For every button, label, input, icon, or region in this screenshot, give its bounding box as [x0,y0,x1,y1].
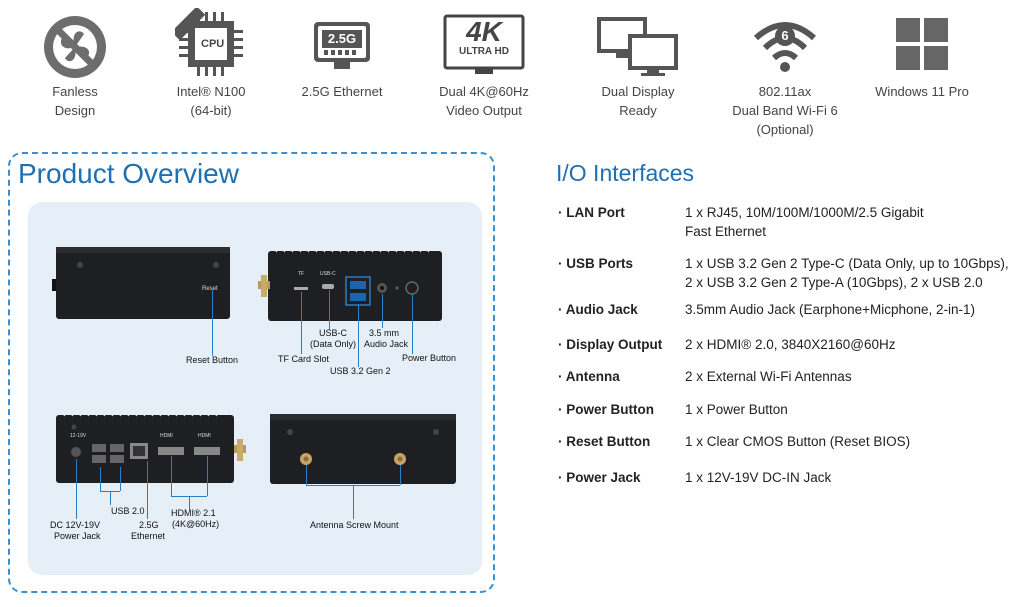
io-key-text: Display Output [566,337,663,352]
callout-dc-line2: Power Jack [54,531,101,541]
callout-usb20: USB 2.0 [111,506,145,516]
device-front-view: Reset [52,247,230,319]
feature-4k: 4K ULTRA HD Dual 4K@60Hz Video Output [414,0,554,120]
callout-power-button: Power Button [402,353,457,363]
feature-wifi-line1: 802.11ax [758,84,812,99]
cpu-chip-text: CPU [201,38,225,50]
dc-port-label: 12-19V [70,433,87,439]
4k-ultra-hd-icon [443,14,525,74]
4k-big-text: 4K [466,16,502,47]
io-value-line: 2 x HDMI® 2.0, 3840X2160@60Hz [685,337,896,352]
feature-wifi-line3: (Optional) [756,122,814,137]
io-value-line: 2 x External Wi-Fi Antennas [685,369,852,384]
io-key: · Audio Jack [558,302,638,317]
io-value-line: 1 x 12V-19V DC-IN Jack [685,470,832,485]
callout-reset-button: Reset Button [186,355,239,365]
reset-port-label: Reset [202,286,218,292]
feature-ethernet: 2.5G 2.5G Ethernet [272,0,412,101]
feature-windows-line1: Windows 11 Pro [875,84,969,99]
io-value-line: 1 x RJ45, 10M/100M/1000M/2.5 Gigabit [685,205,924,220]
io-value-line: 1 x USB 3.2 Gen 2 Type-C (Data Only, up … [685,256,1009,271]
fanless-icon [44,16,106,78]
feature-cpu: CPU 64-bit Intel® N100 (64-bit) [141,0,281,120]
io-key-text: Reset Button [566,434,651,449]
product-overview-title: Product Overview [18,158,239,189]
feature-cpu-line1: Intel® N100 [176,84,246,99]
feature-windows: Windows 11 Pro [852,0,992,101]
io-key: · Display Output [558,337,663,352]
io-key: · LAN Port [558,205,625,220]
callout-usbc-line2: (Data Only) [310,339,357,349]
dual-display-icon [597,17,678,76]
callout-hdmi-line1: HDMI® 2.1 [171,508,216,518]
io-key-text: USB Ports [566,256,634,271]
feature-dual-display: Dual Display Ready [568,0,708,120]
io-key-text: Power Button [566,402,654,417]
io-value-line: 1 x Clear CMOS Button (Reset BIOS) [685,434,911,449]
io-key: · Antenna [558,369,620,384]
feature-dual-display-line2: Ready [619,103,657,118]
device-rear-ports-view: 12-19V HDMI HDMI [56,409,246,483]
hdmi2-port-label: HDMI [198,433,211,439]
feature-dual-display-line1: Dual Display [601,84,675,99]
4k-small-text: ULTRA HD [459,46,509,57]
callout-audio-line1: 3.5 mm [369,328,400,338]
feature-4k-line1: Dual 4K@60Hz [439,84,529,99]
feature-ethernet-line1: 2.5G Ethernet [301,84,383,99]
callout-dc-line1: DC 12V-19V [50,520,101,530]
feature-fanless-line2: Design [54,103,96,118]
callout-eth-line2: Ethernet [131,531,166,541]
wifi-6-badge: 6 [781,28,789,43]
io-key: · Reset Button [558,434,651,449]
callout-tf-card-slot: TF Card Slot [278,354,330,364]
callout-antenna-screw-mount: Antenna Screw Mount [310,520,399,530]
tf-port-label: TF [298,271,304,277]
product-overview-box: Product Overview Reset Reset Button TF [8,152,495,593]
cpu-icon [175,8,243,76]
io-value-line: 1 x Power Button [685,402,788,417]
io-key: · Power Button [558,402,654,417]
callout-audio-line2: Audio Jack [364,339,409,349]
feature-cpu-line2: (64-bit) [190,103,232,118]
callout-eth-line1: 2.5G [139,520,159,530]
io-value-line: Fast Ethernet [685,224,767,239]
device-bottom-view [270,414,456,484]
callout-hdmi-line2: (4K@60Hz) [172,519,220,529]
callout-usb32-gen2: USB 3.2 Gen 2 [330,366,391,376]
windows-icon [896,18,948,70]
io-key-text: LAN Port [566,205,625,220]
io-key: · USB Ports [558,256,634,271]
callout-usbc-line1: USB-C [319,328,348,338]
device-rear-view: TF USB-C [258,245,442,321]
usbc-port-label: USB-C [320,271,336,277]
io-key: · Power Jack [558,470,641,485]
feature-fanless: Fanless Design [5,0,145,120]
product-overview-panel: Reset Reset Button TF USB-C [28,202,482,575]
io-key-text: Audio Jack [565,302,638,317]
io-key-text: Antenna [565,369,620,384]
io-key-text: Power Jack [566,470,641,485]
io-interfaces-title: I/O Interfaces [556,160,695,186]
feature-wifi-line2: Dual Band Wi-Fi 6 [732,103,838,118]
feature-4k-line2: Video Output [446,103,522,118]
feature-fanless-line1: Fanless [52,84,98,99]
io-value-line: 3.5mm Audio Jack (Earphone+Micphone, 2-i… [685,302,976,317]
ethernet-chip-text: 2.5G [327,31,357,46]
io-value-line: 2 x USB 3.2 Gen 2 Type-A (10Gbps), 2 x U… [685,275,983,290]
wifi-6-icon [753,22,817,72]
hdmi1-port-label: HDMI [160,433,173,439]
ethernet-2-5g-icon [314,22,370,69]
feature-wifi: 6 802.11ax Dual Band Wi-Fi 6 (Optional) [715,0,855,139]
